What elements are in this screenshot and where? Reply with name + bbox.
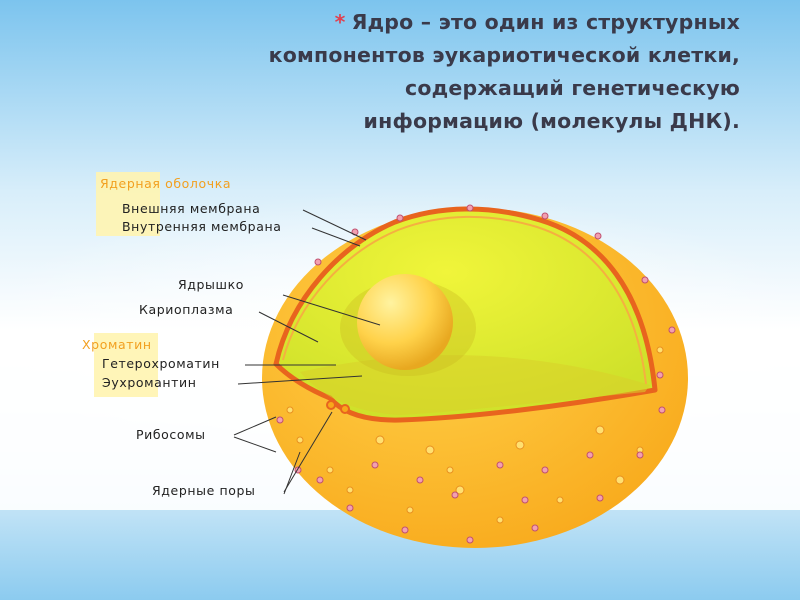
label-nuclear-envelope: Ядерная оболочка	[100, 176, 232, 191]
label-inner-membrane: Внутренняя мембрана	[122, 219, 282, 234]
chromatin-shading	[300, 355, 650, 415]
title-bullet-icon: *	[334, 10, 346, 34]
slide-title-text: Ядро – это один из структурных компонент…	[268, 10, 740, 133]
nuclear-pore	[340, 404, 350, 414]
label-chromatin: Хроматин	[82, 337, 152, 352]
pores-layer	[276, 204, 676, 544]
label-highlight-box	[94, 333, 158, 397]
label-nucleolus: Ядрышко	[178, 277, 244, 292]
inner-membrane-line	[282, 215, 647, 385]
ribosomes-layer	[286, 346, 664, 524]
label-highlight-box	[96, 172, 160, 236]
slide-title: *Ядро – это один из структурных компонен…	[215, 6, 740, 138]
label-outer-membrane: Внешняя мембрана	[122, 201, 261, 216]
label-heterochromatin: Гетерохроматин	[102, 356, 220, 371]
nuclear-pore	[326, 400, 336, 410]
label-karyoplasm: Кариоплазма	[139, 302, 234, 317]
label-euchromatin: Эухромантин	[102, 375, 197, 390]
leader-lines	[233, 209, 381, 495]
nucleolus	[357, 274, 453, 370]
label-ribosomes: Рибосомы	[136, 427, 206, 442]
label-nuclear-pores: Ядерные поры	[152, 483, 256, 498]
